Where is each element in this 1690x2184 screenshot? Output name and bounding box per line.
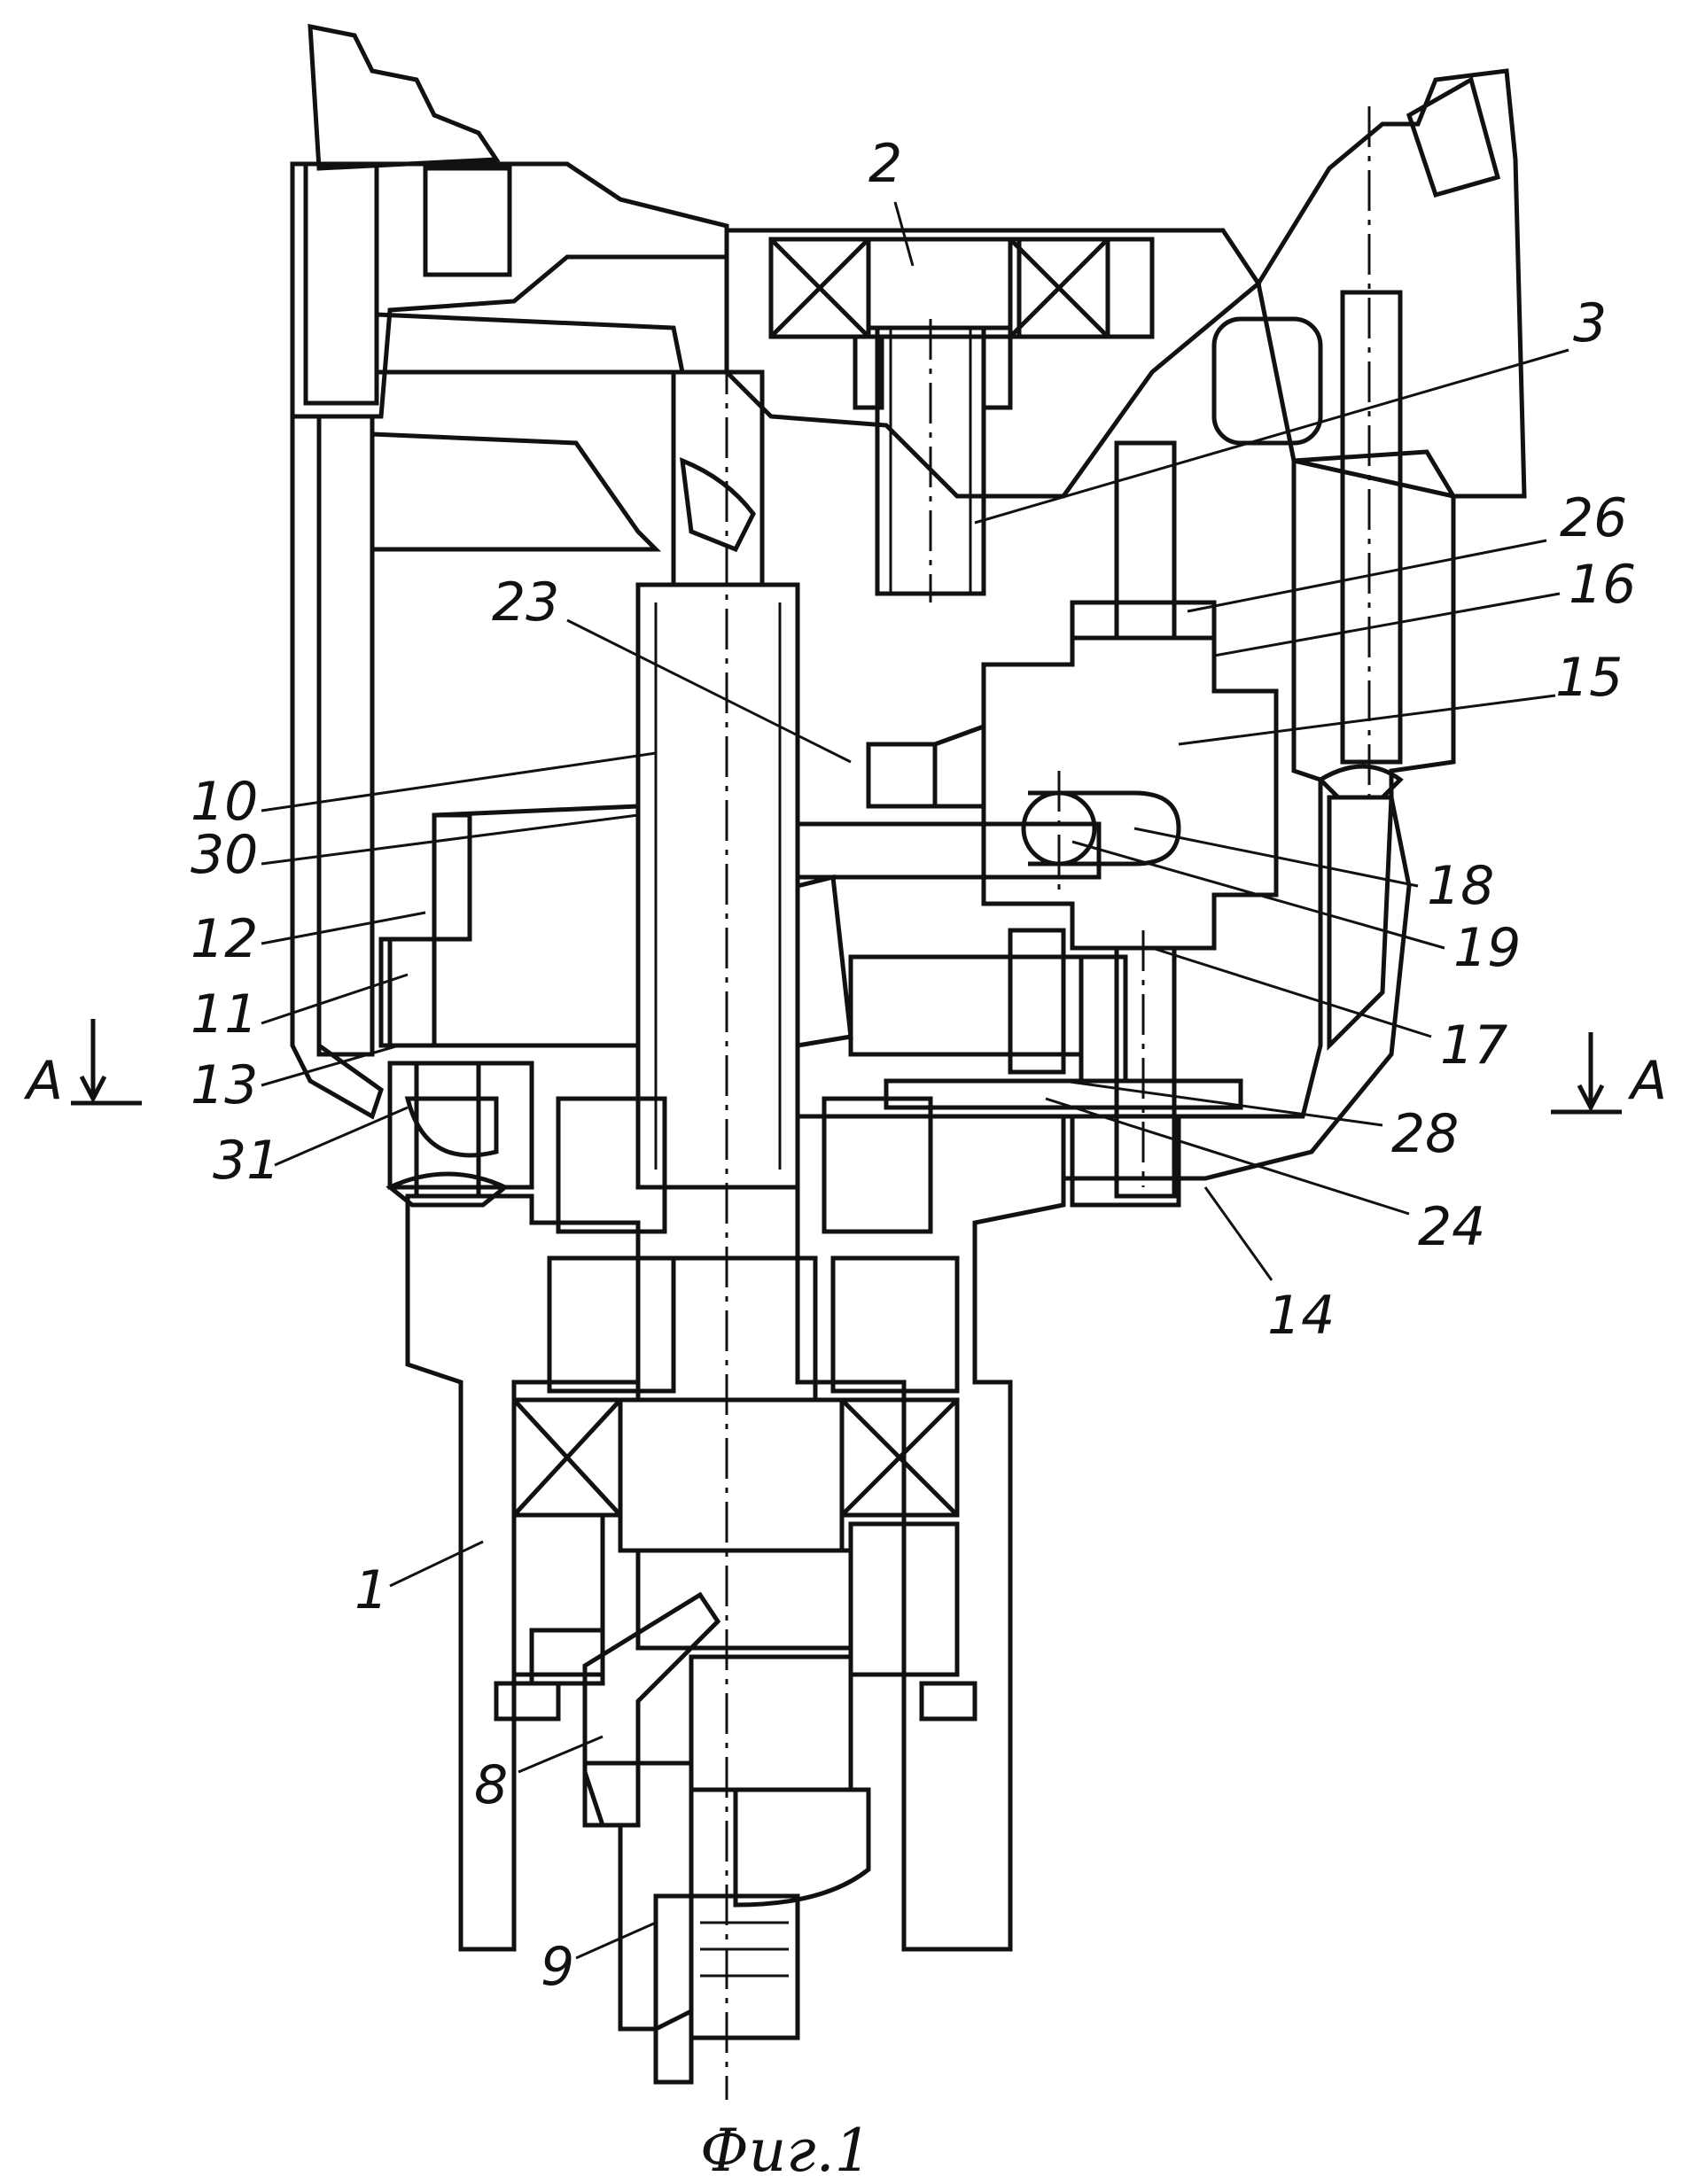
section-marker-left: A [23,1019,142,1112]
section-label-left: A [23,1050,63,1112]
label-16: 16 [1569,554,1636,616]
label-1: 1 [354,1559,388,1621]
label-19: 19 [1453,917,1521,979]
label-13: 13 [191,1054,258,1116]
label-3: 3 [1573,292,1607,354]
central-shaft [638,372,798,1187]
top-bearing-block [727,230,1258,594]
label-2: 2 [868,133,902,195]
label-18: 18 [1427,855,1494,917]
label-11: 11 [191,983,258,1045]
label-26: 26 [1560,487,1627,549]
main-housing [292,416,1453,1187]
label-28: 28 [1391,1103,1459,1165]
label-30: 30 [191,824,258,886]
section-label-right: A [1627,1050,1667,1112]
upper-left-housing [292,27,727,416]
label-17: 17 [1440,1014,1507,1076]
screws [390,766,1400,1205]
label-24: 24 [1418,1196,1485,1258]
label-12: 12 [191,908,258,970]
label-14: 14 [1267,1285,1335,1347]
label-15: 15 [1555,647,1623,709]
label-9: 9 [541,1936,574,1998]
label-31: 31 [213,1130,280,1192]
figure-caption: Фиг.1 [700,2117,872,2184]
section-marker-right: A [1551,1032,1667,1112]
label-23: 23 [492,571,559,633]
label-8: 8 [474,1754,508,1816]
